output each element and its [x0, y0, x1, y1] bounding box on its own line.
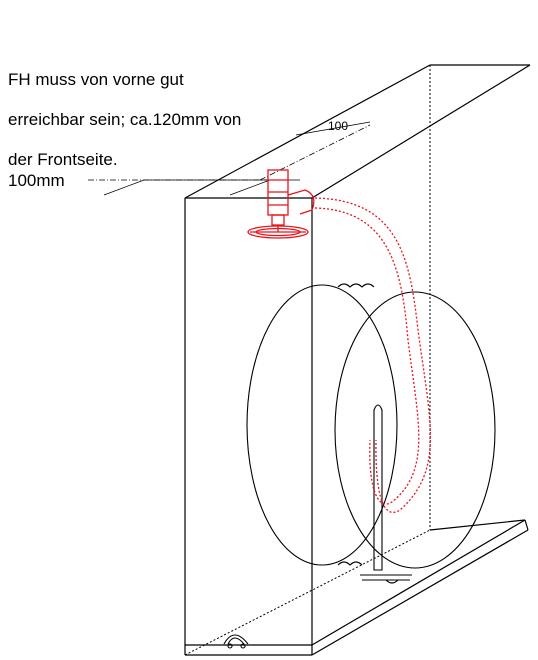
cabinet-outline [184, 64, 531, 656]
hidden-edges [184, 65, 431, 656]
instruction-note: FH muss von vorne gut erreichbar sein; c… [8, 50, 338, 190]
note-line-2: erreichbar sein; ca.120mm von [8, 110, 242, 129]
tray-handle-icon [223, 634, 249, 649]
note-line-1: FH muss von vorne gut [8, 70, 184, 89]
dimension-label-100mm: 100mm [8, 171, 65, 190]
note-line-3: der Frontseite. [8, 150, 118, 169]
dimension-lines [88, 121, 371, 196]
fire-hose-valve-icon [247, 169, 315, 239]
hose-line [314, 197, 432, 514]
reel-bracket [360, 404, 412, 584]
dimension-label-100: 100 [328, 119, 348, 133]
hose-reel-wheel [246, 283, 496, 569]
